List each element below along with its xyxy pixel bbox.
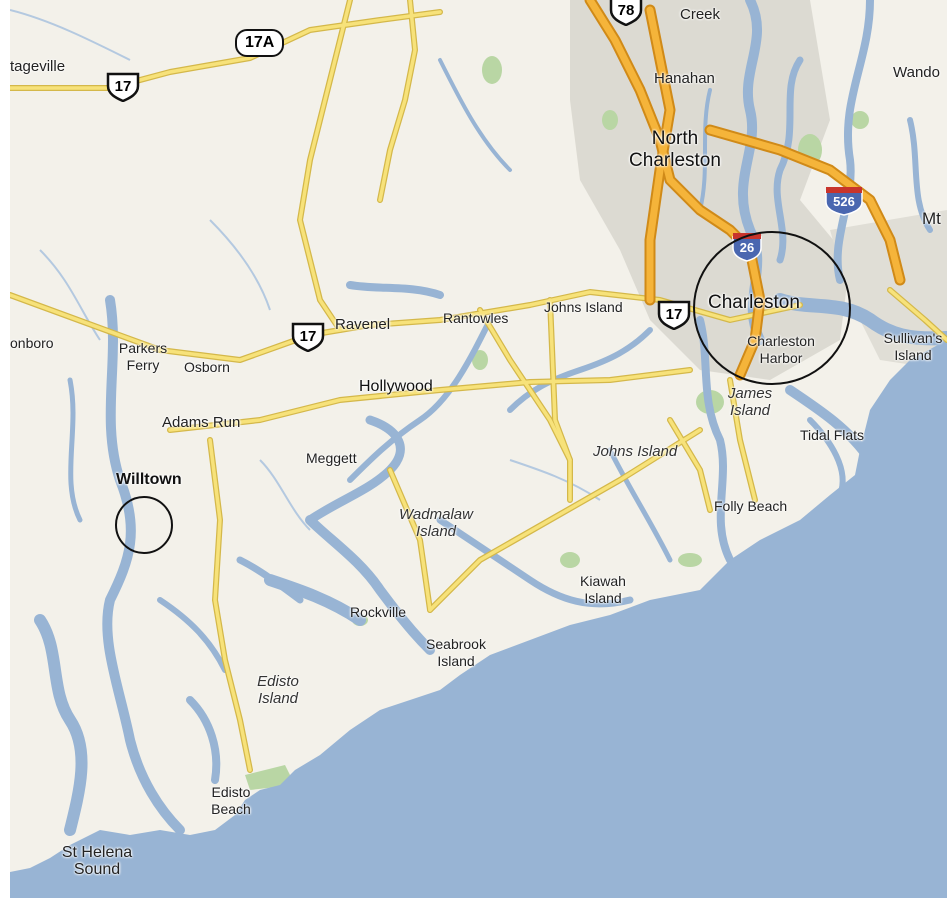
atlantic-ocean xyxy=(10,340,947,898)
place-label-meggett: Meggett xyxy=(306,450,357,466)
interstate-526-shield: 526 xyxy=(823,186,865,216)
route-17-shield-northwest: 17 xyxy=(106,72,140,103)
route-78-shield: 78 xyxy=(609,0,643,27)
charleston-circle-marker xyxy=(693,231,851,385)
place-label-folly-beach: Folly Beach xyxy=(714,498,788,514)
place-label-adams-run: Adams Run xyxy=(162,414,241,431)
place-label-seabrook-island: Seabrook Island xyxy=(426,636,486,669)
place-label-parkers-ferry: Parkers Ferry xyxy=(118,340,168,373)
place-label-creek: Creek xyxy=(680,6,721,23)
place-label-rockville: Rockville xyxy=(350,604,407,620)
place-label-rantowles: Rantowles xyxy=(443,310,509,326)
place-label-willtown: Willtown xyxy=(116,471,182,488)
willtown-circle-marker xyxy=(115,496,173,554)
place-label-stageville: tageville xyxy=(10,58,66,75)
place-label-charleston: Charleston xyxy=(708,292,800,313)
place-label-mt: Mt xyxy=(922,209,941,228)
place-label-johns-island-town: Johns Island xyxy=(544,299,623,315)
place-label-st-helena-sound: St Helena Sound xyxy=(61,844,133,878)
map-canvas xyxy=(10,0,947,898)
map-view[interactable]: 17A 17 17 17 78 26 526 Creek Hanahan Nor… xyxy=(10,0,947,898)
place-label-edisto-island: Edisto Island xyxy=(257,673,299,707)
place-label-osborn: Osborn xyxy=(184,359,230,375)
place-label-tidal-flats: Tidal Flats xyxy=(800,427,865,443)
waterways xyxy=(34,0,947,836)
place-label-johns-island: Johns Island xyxy=(593,443,678,460)
place-label-charleston-harbor: Charleston Harbor xyxy=(747,333,815,366)
route-17-shield-ravenel: 17 xyxy=(291,322,325,353)
park-areas xyxy=(245,56,869,790)
place-label-ravenel: Ravenel xyxy=(335,316,391,333)
place-label-wadmalaw-island: Wadmalaw Island xyxy=(399,506,473,540)
place-label-hanahan: Hanahan xyxy=(654,70,715,87)
place-label-sullivans-island: Sullivan's Island xyxy=(883,330,943,363)
place-label-james-island: James Island xyxy=(727,385,773,419)
route-17-shield-charleston: 17 xyxy=(657,300,691,331)
place-label-edisto-beach: Edisto Beach xyxy=(211,784,251,817)
place-label-kiawah-island: Kiawah Island xyxy=(580,573,626,606)
route-17a-shield: 17A xyxy=(235,29,285,57)
place-label-north-charleston: North Charleston xyxy=(629,128,721,171)
place-label-hollywood: Hollywood xyxy=(359,378,433,395)
place-label-wando: Wando xyxy=(893,64,940,81)
place-label-onboro: onboro xyxy=(10,335,54,351)
